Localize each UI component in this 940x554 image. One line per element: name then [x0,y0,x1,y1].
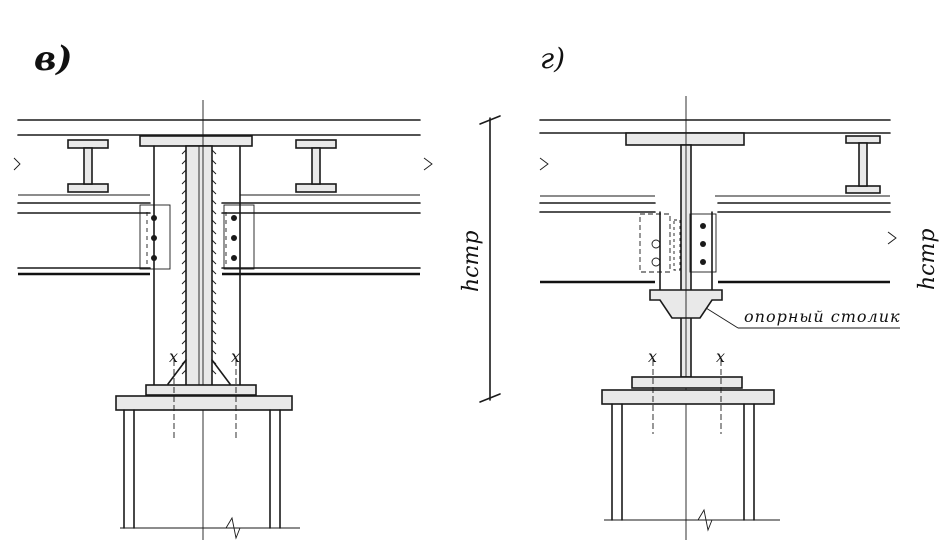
height-dimension-v: hстр [459,115,501,403]
section-mark-2: x [231,347,241,366]
bolt-group-left-v [139,204,171,270]
bolt-group-right-v [223,204,255,270]
callout-g: опорный столик [705,307,901,329]
bolt-group-g [639,213,717,273]
detail-v: в) [13,39,501,540]
i-section-g [845,135,881,194]
detail-label-g: г) [540,42,565,75]
section-mark-3: x [648,347,658,366]
dimension-label-left: hстр [459,231,484,292]
main-girder-g [539,202,891,284]
cap-plate-g [625,132,745,146]
i-section-right [295,139,337,193]
section-mark-1: x [169,347,179,366]
base-g [601,376,780,532]
section-marks-v: x x [169,347,241,438]
callout-label: опорный столик [744,307,901,326]
detail-label-v: в) [34,39,72,79]
section-mark-4: x [716,347,726,366]
section-marks-g: x x [648,347,726,434]
cap-plate-v [139,135,253,147]
column-v [153,145,241,387]
top-beam-left [13,119,433,196]
base-v [115,384,300,540]
i-section-left [67,139,109,193]
dimension-label-right: hстр [915,229,940,290]
detail-g: г) [539,42,940,540]
main-girder-v [17,202,421,276]
